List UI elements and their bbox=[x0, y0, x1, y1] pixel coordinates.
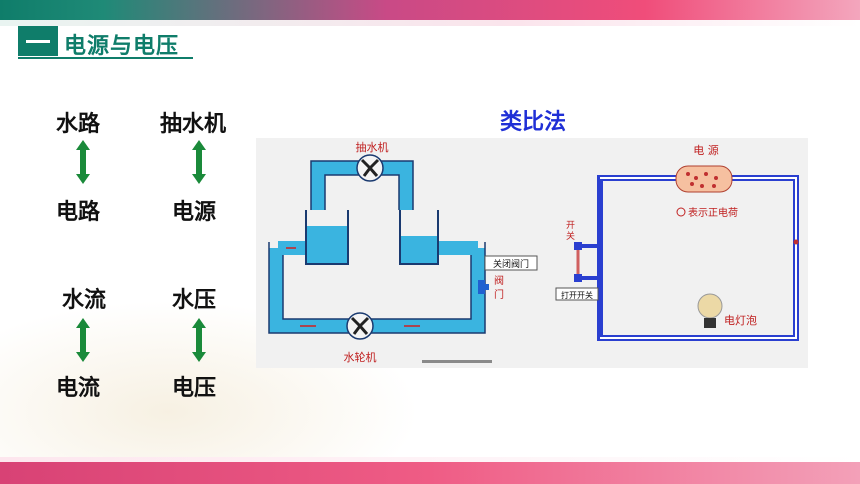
double-arrow-icon bbox=[76, 318, 90, 362]
close-valve-button[interactable]: 关闭阀门 bbox=[484, 255, 538, 271]
top-light-band bbox=[0, 20, 860, 26]
source-label: 电 源 bbox=[693, 143, 719, 157]
positive-charge-legend: 表示正电荷 bbox=[688, 206, 738, 219]
double-arrow-icon bbox=[192, 140, 206, 184]
slide-title: 电源与电压 bbox=[64, 34, 180, 59]
label-water-pump: 抽水机 bbox=[160, 112, 227, 137]
label-water-pressure: 水压 bbox=[172, 288, 217, 313]
label-water-flow: 水流 bbox=[62, 288, 107, 313]
svg-text:关闭阀门: 关闭阀门 bbox=[493, 258, 529, 270]
title-underline bbox=[18, 57, 193, 59]
top-gradient-bar bbox=[0, 0, 860, 20]
title-marker-icon bbox=[18, 26, 58, 56]
water-circuit-diagram: 抽水机 水轮机 阀 门 bbox=[268, 140, 504, 364]
open-switch-button[interactable]: 打开开关 bbox=[555, 287, 599, 301]
electric-circuit-diagram: 电 源 表示正电荷 开 关 电灯泡 bbox=[566, 143, 799, 341]
turbine-label: 水轮机 bbox=[344, 350, 377, 364]
valve-label-2: 门 bbox=[494, 288, 504, 301]
label-voltage: 电压 bbox=[172, 376, 217, 401]
switch-label-2: 关 bbox=[566, 230, 575, 242]
label-power-source: 电源 bbox=[172, 200, 217, 225]
double-arrow-icon bbox=[192, 318, 206, 362]
double-arrow-icon bbox=[76, 140, 90, 184]
pump-label: 抽水机 bbox=[356, 140, 389, 154]
svg-text:打开开关: 打开开关 bbox=[561, 290, 593, 300]
bottom-gradient-bar bbox=[0, 457, 860, 484]
bulb-label: 电灯泡 bbox=[724, 313, 757, 327]
switch-label-1: 开 bbox=[566, 220, 575, 231]
valve-label: 阀 bbox=[494, 274, 504, 287]
analogy-method-heading: 类比法 bbox=[500, 110, 567, 135]
analogy-diagram: 抽水机 水轮机 阀 门 关闭阀门 电 源 表示正电荷 bbox=[256, 138, 808, 368]
label-electric-circuit: 电路 bbox=[56, 200, 101, 225]
label-electric-current: 电流 bbox=[56, 376, 101, 401]
label-water-circuit: 水路 bbox=[56, 112, 101, 137]
